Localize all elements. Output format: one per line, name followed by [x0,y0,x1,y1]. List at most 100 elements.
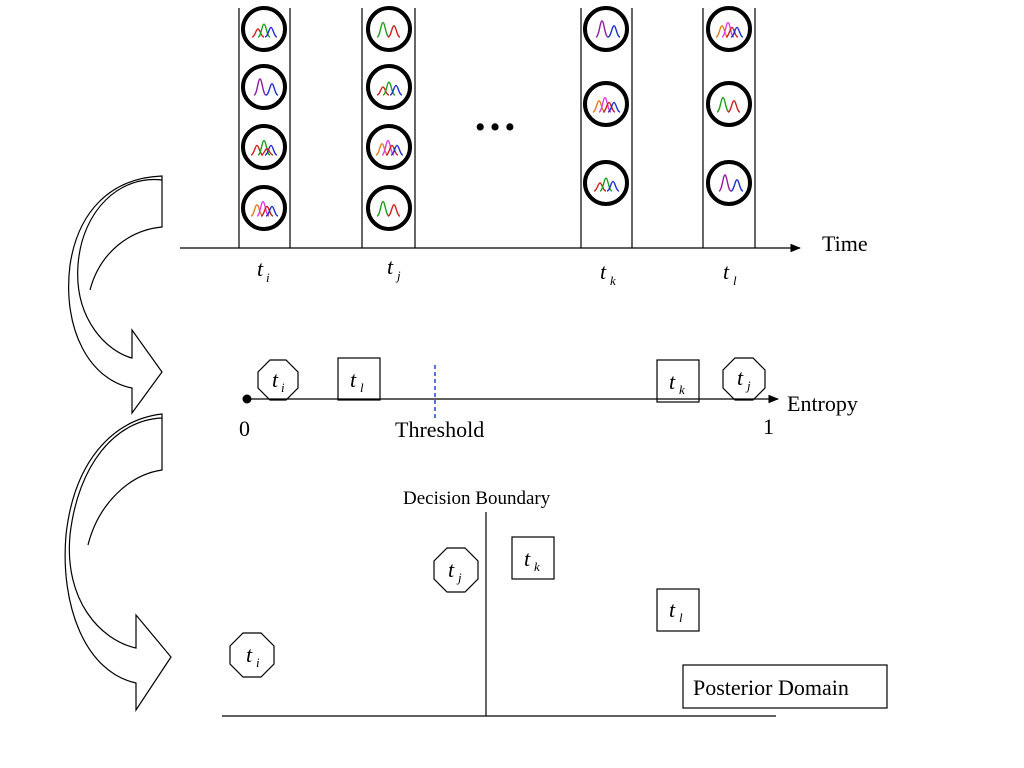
sample-circle [583,6,629,52]
entropy-axis-label: Entropy [787,391,858,416]
decision-boundary-label: Decision Boundary [403,488,551,509]
peak-curve [387,204,401,217]
peak-curve [375,143,389,156]
posterior-marker-tj-t: t [448,557,455,582]
time-tick-k-t: t [600,259,607,284]
time-columns [238,6,756,248]
peak-curve [730,179,744,192]
peak-curve [592,100,606,113]
posterior-marker-tj: t j [433,547,479,593]
time-column-l [702,6,756,248]
threshold: Threshold [395,365,484,442]
sample-circle [366,124,412,170]
curved-arrow-2 [64,413,172,712]
threshold-label: Threshold [395,417,484,442]
entropy-marker-ti-sub: i [281,380,285,395]
posterior-marker-tk-t: t [524,546,531,571]
entropy-marker-tl: t l [337,357,381,401]
posterior-marker-tl-t: t [669,597,676,622]
peak-curve [730,26,744,38]
sample-circle [366,185,412,231]
peak-curve [376,200,390,217]
entropy-origin-dot [242,394,252,404]
posterior-marker-tj-sub: j [456,570,462,585]
time-axis-label: Time [822,231,868,256]
entropy-marker-ti-t: t [272,367,279,392]
entropy-axis: 0 1 Entropy [239,391,858,441]
peak-curve [376,21,390,38]
entropy-marker-ti: t i [257,359,299,401]
peak-curve [390,144,404,156]
time-column-j [361,6,416,248]
posterior-domain-box: Posterior Domain [682,664,888,709]
peak-curve [256,200,270,217]
posterior-marker-tl-sub: l [679,610,683,625]
time-tick-l: t l [723,259,737,288]
peak-curve [264,144,278,156]
peak-curve [718,174,732,192]
peak-curve [253,78,267,96]
time-tick-j-sub: j [395,268,401,283]
time-tick-l-sub: l [733,273,737,288]
peak-curve [606,180,620,192]
entropy-marker-tk-sub: k [679,382,685,397]
ellipsis: … [473,91,517,140]
posterior-marker-tk-sub: k [534,559,540,574]
peak-curve [389,84,403,96]
time-axis: Time [180,231,868,256]
curved-arrow-1 [68,175,163,415]
posterior-marker-ti: t i [229,632,275,678]
peak-curve [385,144,399,156]
peak-curve [607,101,621,113]
posterior-marker-ti-t: t [246,642,253,667]
entropy-marker-tl-sub: l [360,380,364,395]
peak-curve [725,26,739,38]
peak-curve [387,25,401,38]
time-tick-i-sub: i [266,270,270,285]
peak-curve [265,83,279,96]
peak-curve [602,101,616,113]
entropy-marker-tk: t k [656,359,700,403]
entropy-marker-tj-t: t [737,365,744,390]
time-tick-j: t j [387,254,401,283]
posterior-domain-label: Posterior Domain [693,675,849,700]
entropy-marker-tk-t: t [669,369,676,394]
time-tick-l-t: t [723,259,730,284]
peak-curve [595,20,609,38]
peak-curve [264,26,278,38]
time-column-k [580,6,633,248]
entropy-marker-tj-sub: j [745,378,751,393]
peak-curve [381,139,395,156]
peak-curve [260,205,274,217]
peak-curve [607,25,621,38]
sample-circle [583,160,629,206]
peak-curve [727,100,741,113]
peak-curve [721,21,735,38]
sample-circle [583,81,629,127]
posterior-marker-tk: t k [511,536,555,580]
peak-curve [598,96,612,113]
sample-circle [241,64,287,110]
entropy-marker-tj: t j [722,357,766,401]
sample-circle [241,185,287,231]
peak-curve [376,86,390,96]
posterior-axes: Decision Boundary [222,488,776,717]
sample-circle [706,6,752,52]
sample-circle [241,6,287,52]
time-tick-k: t k [600,259,616,288]
peak-curve [716,96,730,113]
peak-curve [265,205,279,217]
posterior-marker-ti-sub: i [256,655,260,670]
sample-circle [366,6,412,52]
entropy-start-label: 0 [239,416,250,441]
peak-curve [250,204,264,217]
sample-circle [706,81,752,127]
time-tick-i-t: t [257,256,264,281]
time-tick-j-t: t [387,254,394,279]
time-tick-k-sub: k [610,273,616,288]
time-tick-i: t i [257,256,270,285]
sample-circle [241,124,287,170]
sample-circle [706,160,752,206]
entropy-end-label: 1 [763,414,774,439]
